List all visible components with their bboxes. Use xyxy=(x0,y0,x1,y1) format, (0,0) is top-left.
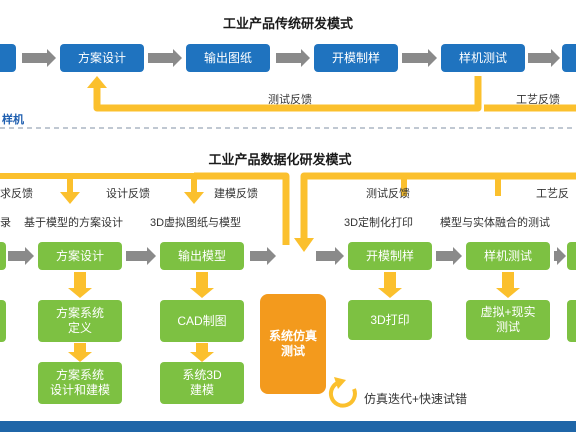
col-label-3d-drawing: 3D虚拟图纸与模型 xyxy=(150,217,242,229)
bottom-box-model-output: 输出模型 xyxy=(160,242,244,270)
bottom-edge-box-left xyxy=(0,242,6,270)
top-arrow-2 xyxy=(276,49,310,67)
feedback-process: 工艺反 xyxy=(536,188,569,200)
bottom-box-design: 方案设计 xyxy=(38,242,122,270)
feedback-arrowhead-right xyxy=(294,238,314,252)
top-arrow-4 xyxy=(528,49,560,67)
down-arrow-model-1 xyxy=(190,272,214,298)
top-box-drawing: 输出图纸 xyxy=(186,44,270,72)
bottom-title: 工业产品数据化研发模式 xyxy=(208,152,352,167)
bottom-edge-sub-right xyxy=(567,300,576,342)
top-arrow-1 xyxy=(148,49,182,67)
down-arrow-mold xyxy=(378,272,402,298)
bottom-edge-sub-left xyxy=(0,300,6,342)
bottom-box-prototype-test: 样机测试 xyxy=(466,242,550,270)
feedback-design: 设计反馈 xyxy=(106,188,150,200)
top-feedback-arrowhead xyxy=(87,76,107,88)
top-feedback-test: 测试反馈 xyxy=(268,94,312,106)
sub-3d-modeling: 系统3D 建模 xyxy=(160,362,244,404)
feedback-line-modeling xyxy=(194,172,290,245)
sub-virtual-real-test: 虚拟+现实 测试 xyxy=(466,300,550,340)
bottom-box-mold: 开模制样 xyxy=(348,242,432,270)
top-feedback-process: 工艺反馈 xyxy=(516,94,560,106)
iteration-cycle-arrowhead xyxy=(334,377,346,389)
col-label-record: 录 xyxy=(0,217,11,229)
down-arrow-design-1 xyxy=(68,272,92,298)
down-arrow-model-2 xyxy=(190,343,214,362)
top-box-prototype-test: 样机测试 xyxy=(441,44,525,72)
feedback-line-right xyxy=(300,172,576,240)
top-arrow-0 xyxy=(22,49,56,67)
sub-system-design-model: 方案系统 设计和建模 xyxy=(38,362,122,404)
top-edge-box-right xyxy=(562,44,576,72)
sub-cad-drawing: CAD制图 xyxy=(160,300,244,342)
feedback-arrowhead-design xyxy=(184,192,204,204)
col-label-3d-print: 3D定制化打印 xyxy=(344,217,414,229)
bottom-arrow-5 xyxy=(554,247,566,265)
bottom-arrow-4 xyxy=(436,247,462,265)
down-arrow-design-2 xyxy=(68,343,92,362)
col-label-model-design: 基于模型的方案设计 xyxy=(24,217,123,229)
top-cut-label: 样机 xyxy=(2,114,24,126)
top-title: 工业产品传统研发模式 xyxy=(222,16,353,31)
bottom-arrow-3 xyxy=(316,247,344,265)
sub-3d-printing: 3D打印 xyxy=(348,300,432,340)
top-feedback-loop xyxy=(93,76,482,112)
top-edge-box-left xyxy=(0,44,16,72)
bottom-edge-box-right xyxy=(567,242,576,270)
bottom-arrow-1 xyxy=(126,247,156,265)
iteration-cycle-icon xyxy=(328,380,357,408)
iteration-label: 仿真迭代+快速试错 xyxy=(364,392,468,406)
feedback-test: 测试反馈 xyxy=(366,188,410,200)
bottom-arrow-0 xyxy=(8,247,34,265)
top-box-mold: 开模制样 xyxy=(314,44,398,72)
system-simulation-test: 系统仿真 测试 xyxy=(260,294,326,394)
feedback-arrowhead-requirement xyxy=(60,192,80,204)
footer-bar xyxy=(0,421,576,432)
top-arrow-3 xyxy=(402,49,437,67)
feedback-modeling: 建模反馈 xyxy=(214,188,258,200)
col-label-fusion-test: 模型与实体融合的测试 xyxy=(440,217,550,229)
feedback-requirement: 求反馈 xyxy=(0,188,33,200)
top-box-design: 方案设计 xyxy=(60,44,144,72)
bottom-arrow-2 xyxy=(250,247,276,265)
down-arrow-test xyxy=(496,272,520,298)
sub-system-definition: 方案系统 定义 xyxy=(38,300,122,342)
